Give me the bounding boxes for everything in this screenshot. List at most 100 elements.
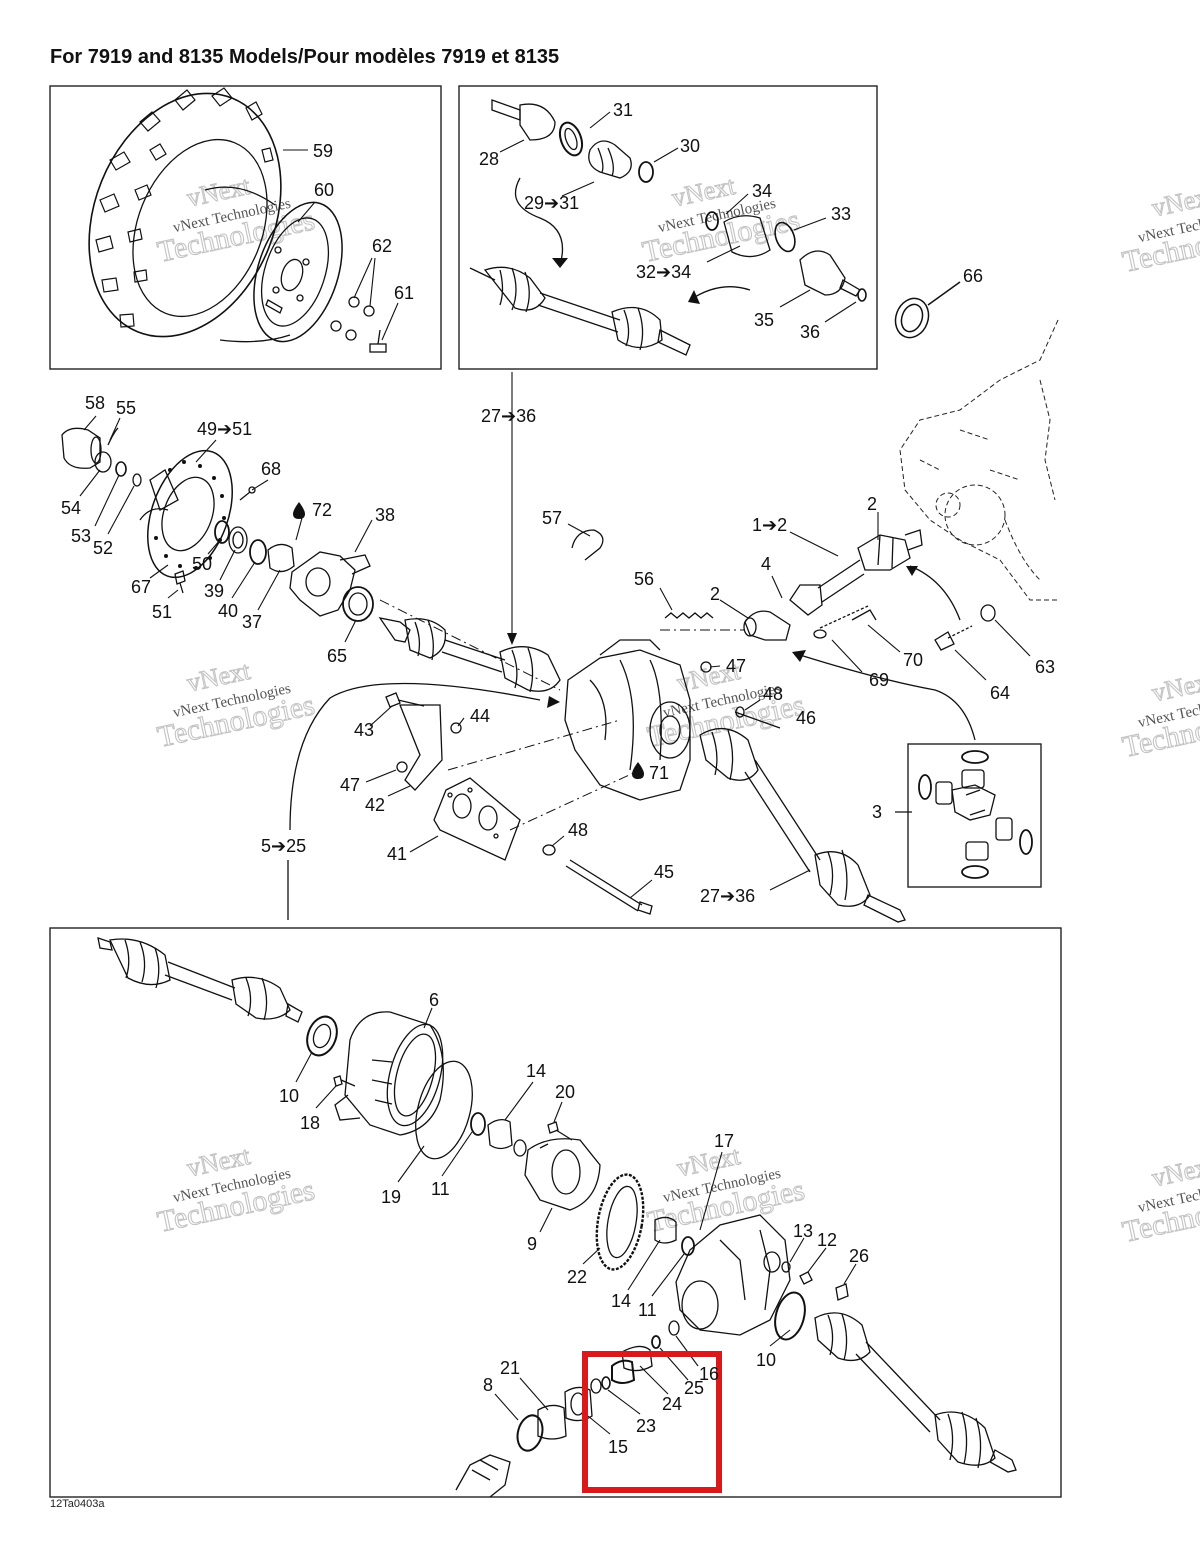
callout-32-34: 32➔34 (636, 262, 691, 282)
center-arrows (507, 566, 918, 708)
callout-55: 55 (116, 398, 136, 418)
universal-joint-parts (895, 750, 1033, 879)
callout-38: 38 (375, 505, 395, 525)
callout-27-36-bottom: 27➔36 (700, 886, 755, 906)
callout-33: 33 (831, 204, 851, 224)
front-drive-assembly (287, 529, 996, 923)
callout-62: 62 (372, 236, 392, 256)
hub-leaders (79, 415, 373, 643)
callout-40: 40 (218, 601, 238, 621)
callout-67: 67 (131, 577, 151, 597)
callout-61: 61 (394, 283, 414, 303)
callout-18: 18 (300, 1113, 320, 1133)
wheel-panel (49, 85, 442, 370)
svg-text:vNext: vNext (1149, 666, 1200, 708)
callout-51: 51 (152, 602, 172, 622)
callout-3: 3 (872, 802, 882, 822)
callout-36: 36 (800, 322, 820, 342)
callout-11-lower: 11 (638, 1300, 657, 1320)
center-leaders (365, 372, 1031, 899)
callout-27-36-top: 27➔36 (481, 406, 536, 426)
callout-14-lower: 14 (611, 1291, 631, 1311)
oil-drop-icon (293, 502, 305, 519)
washer-66 (894, 281, 961, 339)
callout-56: 56 (634, 569, 654, 589)
watermark-9: vNext vNext Technologies Technologies (1119, 1150, 1200, 1249)
callout-30: 30 (680, 136, 700, 156)
callout-57: 57 (542, 508, 562, 528)
watermark-1: vNext vNext Technologies Technologies (154, 170, 318, 269)
callout-44: 44 (470, 706, 490, 726)
callout-15: 15 (608, 1437, 628, 1457)
highlight-box (582, 1351, 722, 1493)
callout-29-31: 29➔31 (524, 193, 579, 213)
callout-49-51: 49➔51 (197, 419, 252, 439)
callout-42: 42 (365, 795, 385, 815)
callout-59: 59 (313, 141, 333, 161)
callout-39: 39 (204, 581, 224, 601)
differential-leaders (295, 1007, 857, 1435)
callout-5-25: 5➔25 (261, 836, 306, 856)
callout-58: 58 (85, 393, 105, 413)
oil-drop-icon (632, 762, 644, 779)
callout-68: 68 (261, 459, 281, 479)
callout-63: 63 (1035, 657, 1055, 677)
watermark-2: vNext vNext Technologies Technologies (639, 170, 803, 269)
callout-22: 22 (567, 1267, 587, 1287)
callout-24: 24 (662, 1394, 682, 1414)
callout-1-2: 1➔2 (752, 515, 787, 535)
page-title: For 7919 and 8135 Models/Pour modèles 79… (50, 46, 560, 68)
callout-64: 64 (990, 683, 1010, 703)
callout-47-lower: 47 (340, 775, 360, 795)
watermark-group: vNext vNext Technologies Technologies vN… (154, 170, 1200, 1249)
callout-35: 35 (754, 310, 774, 330)
panel-frames (49, 85, 1062, 1498)
callout-19: 19 (381, 1187, 401, 1207)
callout-13: 13 (793, 1221, 813, 1241)
watermark-3: vNext vNext Technologies Technologies (1119, 180, 1200, 279)
callout-60: 60 (314, 180, 334, 200)
callout-2-lower: 2 (710, 584, 720, 604)
callout-10-left: 10 (279, 1086, 299, 1106)
callout-2-upper: 2 (867, 494, 877, 514)
callout-52: 52 (93, 538, 113, 558)
callout-41: 41 (387, 844, 407, 864)
callout-10-right: 10 (756, 1350, 776, 1370)
callout-11-upper: 11 (431, 1179, 450, 1199)
callout-48-upper: 48 (763, 684, 783, 704)
callout-6: 6 (429, 990, 439, 1010)
universal-joint-panel (907, 743, 1042, 888)
callout-16: 16 (699, 1364, 719, 1384)
callout-17: 17 (714, 1131, 734, 1151)
callout-4: 4 (761, 554, 771, 574)
callout-37: 37 (242, 612, 262, 632)
assembly-arrows (552, 258, 700, 304)
callout-9: 9 (527, 1234, 537, 1254)
engine-housing (899, 319, 1059, 601)
wheel-leader-lines (283, 149, 399, 341)
hub-and-knuckle (61, 427, 374, 622)
callout-47-upper: 47 (726, 656, 746, 676)
callout-66: 66 (963, 266, 983, 286)
watermark-4: vNext vNext Technologies Technologies (154, 655, 318, 754)
callout-23: 23 (636, 1416, 656, 1436)
callout-28: 28 (479, 149, 499, 169)
callout-21: 21 (500, 1358, 520, 1378)
callout-65: 65 (327, 646, 347, 666)
callout-26: 26 (849, 1246, 869, 1266)
callout-53: 53 (71, 526, 91, 546)
watermark-7: vNext vNext Technologies Technologies (154, 1140, 318, 1239)
callout-20: 20 (555, 1082, 575, 1102)
callout-48-lower: 48 (568, 820, 588, 840)
callout-54: 54 (61, 498, 81, 518)
callout-70: 70 (903, 650, 923, 670)
callout-45: 45 (654, 862, 674, 882)
drawing-code: 12Ta0403a (50, 1498, 105, 1510)
tire-and-rim (88, 87, 343, 343)
callout-43: 43 (354, 720, 374, 740)
differential-panel (49, 927, 1062, 1498)
callout-8: 8 (483, 1375, 493, 1395)
drive-shaft-upper (469, 99, 867, 356)
callout-46: 46 (796, 708, 816, 728)
callout-72: 72 (312, 500, 332, 520)
